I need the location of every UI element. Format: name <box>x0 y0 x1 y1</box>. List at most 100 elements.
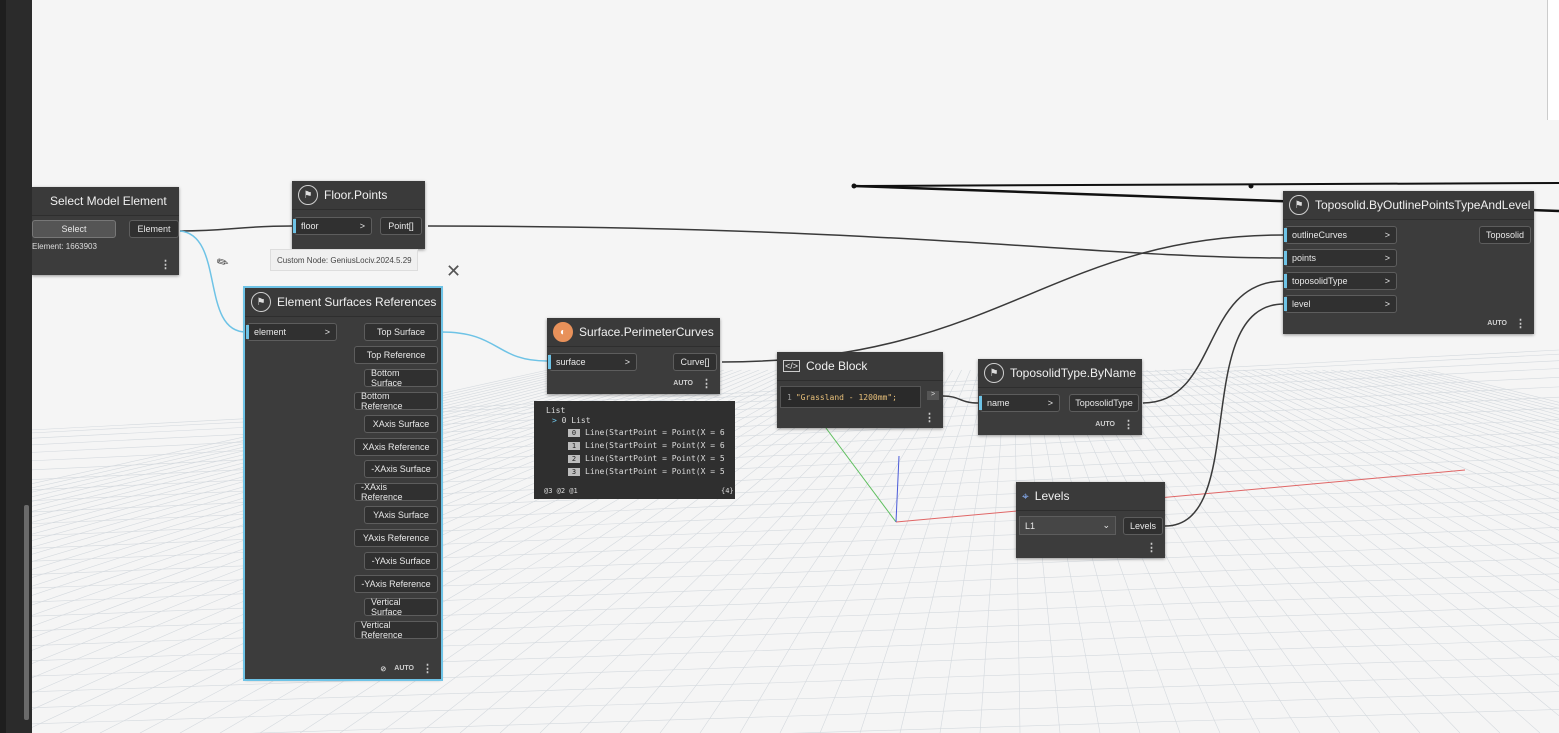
level-icon: ⌖ <box>1022 488 1029 503</box>
output-port-surface[interactable]: YAxis Surface <box>364 506 438 525</box>
node-header[interactable]: Select Model Element <box>32 187 179 216</box>
output-port-surface[interactable]: -YAxis Reference <box>354 574 438 593</box>
port-label: Bottom Surface <box>371 367 403 388</box>
output-port-surface[interactable]: -XAxis Surface <box>364 460 438 479</box>
element-id-text: Element: 1663903 <box>32 242 97 251</box>
input-port[interactable]: level> <box>1284 295 1397 313</box>
input-port[interactable]: outlineCurves> <box>1284 226 1397 244</box>
chevron-right-icon: > <box>324 327 330 337</box>
line-number: 1 <box>787 392 792 402</box>
surface-icon: ◐ <box>553 322 573 342</box>
code-text[interactable]: "Grassland - 1200mm"; <box>795 392 897 402</box>
node-header[interactable]: ⚑ Element Surfaces References <box>245 288 441 317</box>
wire-curves[interactable] <box>721 234 1285 363</box>
preview-count: {4} <box>721 487 734 495</box>
node-header[interactable]: ⚑ ToposolidType.ByName <box>978 359 1142 388</box>
custom-node-icon: ⚑ <box>298 185 318 205</box>
item-index: 1 <box>568 442 580 450</box>
output-port-element[interactable]: Element <box>129 220 179 238</box>
port-label: element <box>254 327 287 337</box>
y-axis <box>819 419 897 523</box>
output-port-type[interactable]: ToposolidType <box>1069 394 1139 412</box>
more-icon[interactable]: ⋮ <box>422 663 433 675</box>
port-label: floor <box>301 221 319 231</box>
output-port-surface[interactable]: -YAxis Surface <box>364 552 438 570</box>
input-port-floor[interactable]: floor> <box>293 217 372 235</box>
output-port-surface[interactable]: Top Reference <box>354 345 438 364</box>
preview-sublist[interactable]: > 0 List <box>552 416 591 425</box>
wire-type[interactable] <box>1142 280 1285 404</box>
output-port-surface[interactable]: -XAxis Reference <box>354 482 438 502</box>
select-button[interactable]: Select <box>32 220 116 238</box>
input-port-element[interactable]: element > <box>246 323 337 341</box>
wire-level[interactable] <box>1164 303 1285 527</box>
output-port-levels[interactable]: Levels <box>1123 517 1163 535</box>
node-select-model-element[interactable]: Select Model Element Select Element Elem… <box>32 187 179 275</box>
node-surface-perimeter-curves[interactable]: ◐ Surface.PerimeterCurves surface> Curve… <box>547 318 720 394</box>
port-label: -XAxis Surface <box>371 464 431 475</box>
node-header[interactable]: </> Code Block <box>777 352 943 381</box>
output-port-surface[interactable]: Vertical Reference <box>354 620 438 640</box>
input-port[interactable]: points> <box>1284 249 1397 267</box>
output-port-points[interactable]: Point[] <box>380 217 422 235</box>
wire-element-surfaces[interactable] <box>179 230 247 333</box>
scrollbar-thumb[interactable] <box>24 505 29 720</box>
output-port-curves[interactable]: Curve[] <box>673 353 717 371</box>
node-header[interactable]: ⚑ Toposolid.ByOutlinePointsTypeAndLevel <box>1283 191 1534 220</box>
input-port-name[interactable]: name> <box>979 394 1060 412</box>
output-port-surface[interactable]: Top Surface <box>364 323 438 341</box>
sidebar-strip <box>0 0 6 733</box>
port-label: outlineCurves <box>1292 230 1348 240</box>
output-port-surface[interactable]: XAxis Surface <box>364 414 438 433</box>
output-port-surface[interactable]: YAxis Reference <box>354 529 438 548</box>
wire-code[interactable] <box>942 395 979 404</box>
port-label: name <box>987 398 1010 408</box>
wire-element-floor[interactable] <box>179 225 293 232</box>
node-toposolidtype-byname[interactable]: ⚑ ToposolidType.ByName name> ToposolidTy… <box>978 359 1142 435</box>
custom-node-icon: ⚑ <box>1289 195 1309 215</box>
canvas-toolbar[interactable] <box>1547 0 1559 120</box>
wire-points[interactable] <box>427 225 1285 259</box>
input-port-surface[interactable]: surface> <box>548 353 637 371</box>
code-editor[interactable]: 1 "Grassland - 1200mm"; <box>780 386 921 408</box>
node-header[interactable]: ⚑ Floor.Points <box>292 181 425 210</box>
node-header[interactable]: ⌖ Levels <box>1016 482 1165 511</box>
preview-line <box>853 182 1559 187</box>
node-title: Code Block <box>806 359 868 373</box>
wrench-icon[interactable]: ✕ <box>446 261 462 281</box>
node-floor-points[interactable]: ⚑ Floor.Points floor> Point[] <box>292 181 425 249</box>
more-icon[interactable]: ⋮ <box>1515 318 1526 330</box>
wire-top-surface[interactable] <box>440 331 548 362</box>
node-element-surfaces-references[interactable]: ⚑ Element Surfaces References element > ⊘… <box>243 286 443 681</box>
node-toposolid-byoutline[interactable]: ⚑ Toposolid.ByOutlinePointsTypeAndLevel … <box>1283 191 1534 334</box>
more-icon[interactable]: ⋮ <box>160 259 171 271</box>
input-port[interactable]: toposolidType> <box>1284 272 1397 290</box>
more-icon[interactable]: ⋮ <box>1146 542 1157 554</box>
output-port-surface[interactable]: XAxis Reference <box>354 437 438 456</box>
output-port-surface[interactable]: Bottom Reference <box>354 391 438 411</box>
dropdown-value: L1 <box>1025 520 1036 531</box>
node-header[interactable]: ◐ Surface.PerimeterCurves <box>547 318 720 347</box>
output-port-toposolid[interactable]: Toposolid <box>1479 226 1531 244</box>
more-icon[interactable]: ⋮ <box>701 378 712 390</box>
port-label: Toposolid <box>1485 230 1525 240</box>
select-label: Select <box>61 224 87 234</box>
port-label: Element <box>137 224 171 234</box>
preview-off-icon[interactable]: ⊘ <box>380 665 387 673</box>
item-index: 3 <box>568 468 580 476</box>
z-axis <box>895 455 900 523</box>
more-icon[interactable]: ⋮ <box>1123 419 1134 431</box>
item-text: Line(StartPoint = Point(X = 5 <box>585 454 725 463</box>
output-port-surface[interactable]: Bottom Surface <box>364 367 438 388</box>
more-icon[interactable]: ⋮ <box>924 412 935 424</box>
output-port-code[interactable]: > <box>927 391 939 400</box>
output-port-surface[interactable]: Vertical Surface <box>364 597 438 617</box>
x-axis <box>895 469 1466 523</box>
level-dropdown[interactable]: L1 ⌄ <box>1019 516 1116 535</box>
